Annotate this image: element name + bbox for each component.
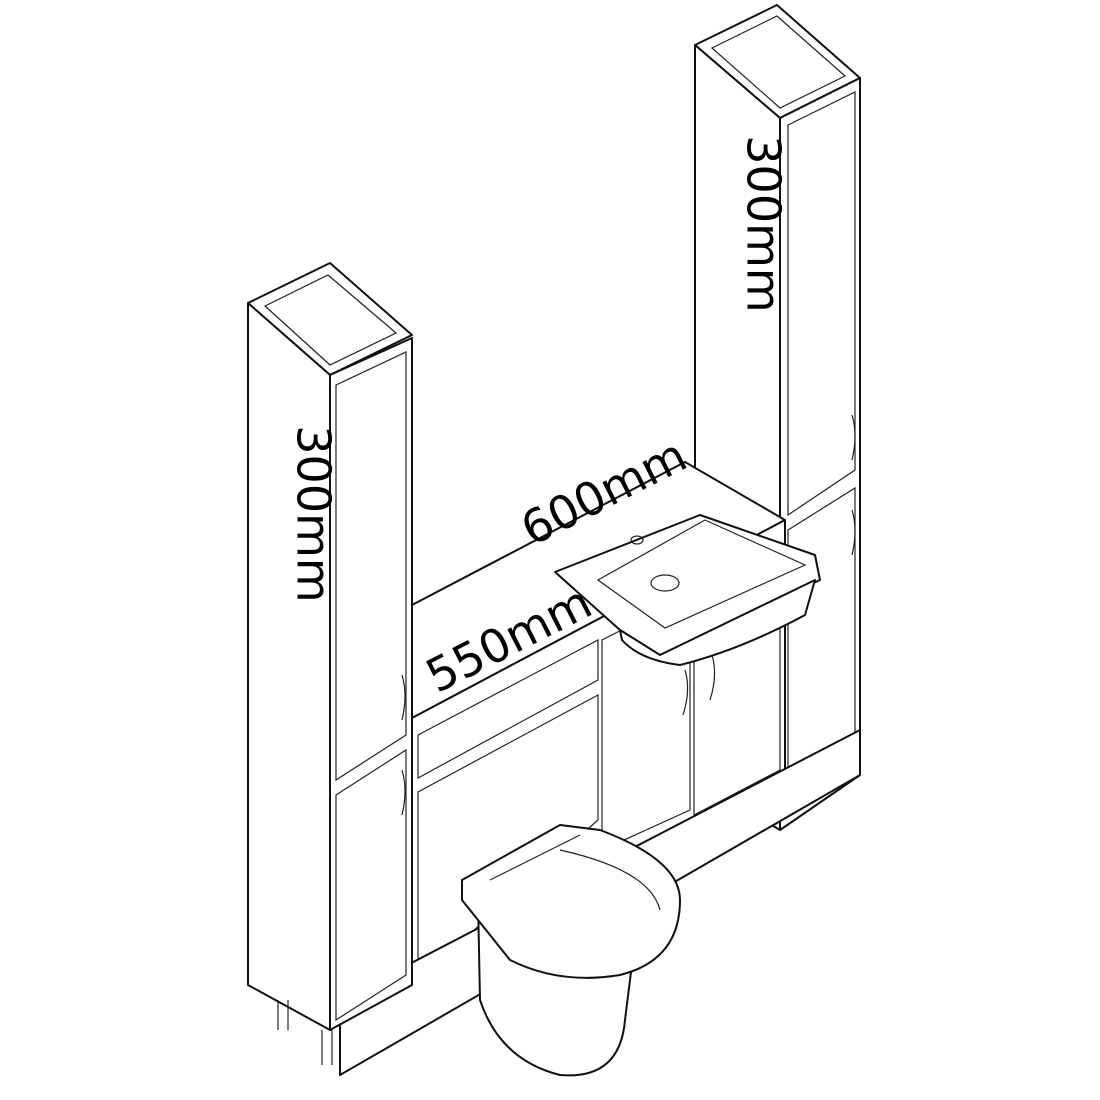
wall-hung-toilet (461, 824, 681, 1077)
right-tall-width-label: 300mm (736, 135, 791, 313)
left-tall-cabinet (247, 262, 413, 1065)
basin (554, 514, 821, 666)
left-tall-width-label: 300mm (286, 425, 341, 603)
